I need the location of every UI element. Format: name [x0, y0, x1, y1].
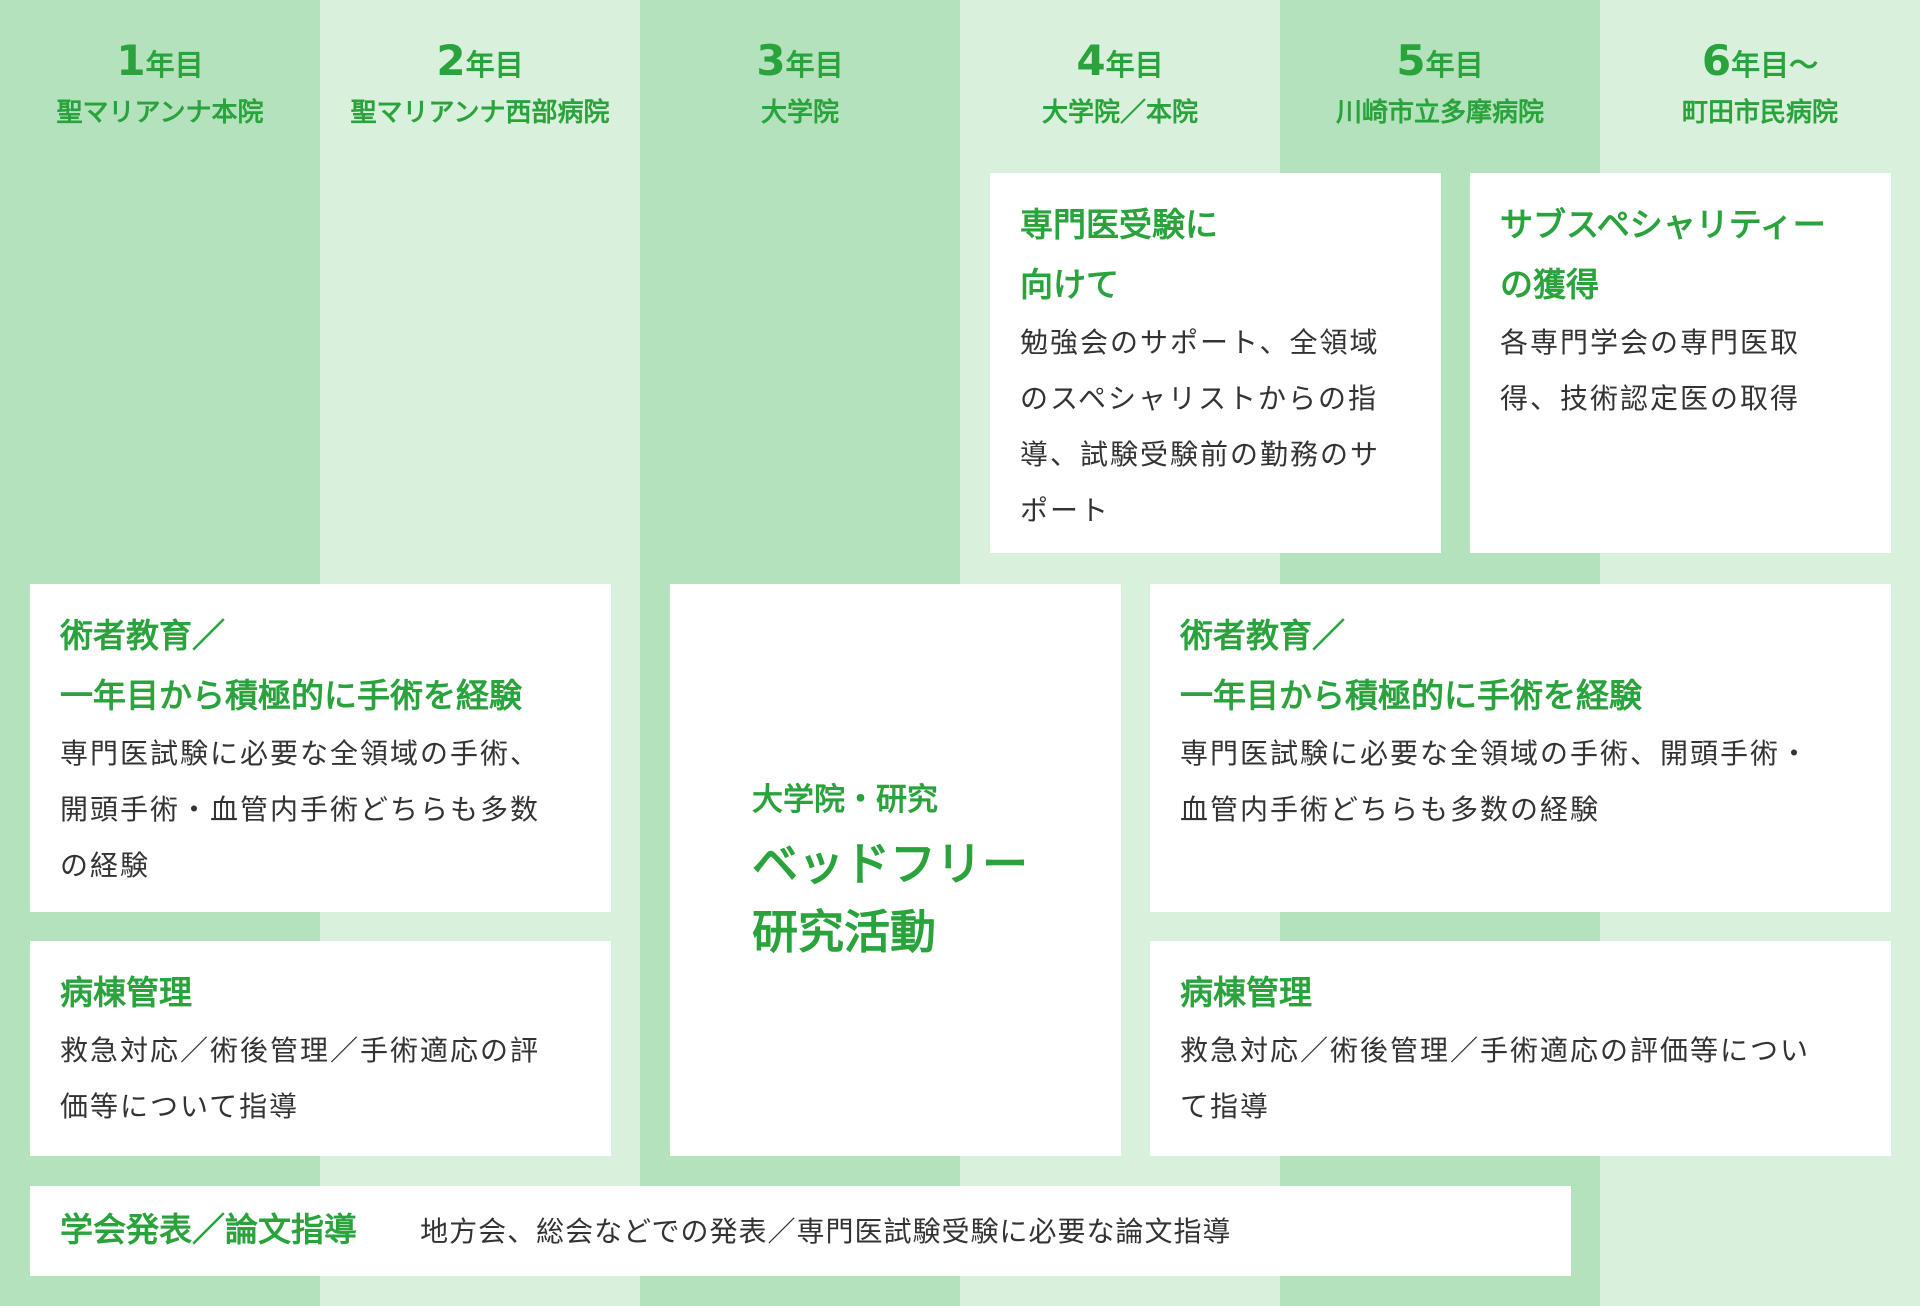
- location-label-4: 大学院／本院: [1041, 98, 1198, 128]
- research-card: 大学院・研究 ベッドフリー 研究活動: [670, 584, 1121, 1156]
- card-body: 救急対応／術後管理／手術適応の評 価等について指導: [60, 1034, 541, 1123]
- card-body: 救急対応／術後管理／手術適応の評価等につい て指導: [1180, 1034, 1811, 1123]
- year-label-4: 4年目: [1076, 36, 1164, 85]
- card-body: 専門医試験に必要な全領域の手術、 開頭手術・血管内手術どちらも多数 の経験: [60, 737, 541, 882]
- card-heading: 術者教育／ 一年目から積極的に手術を経験: [60, 616, 522, 715]
- location-label-2: 聖マリアンナ西部病院: [350, 98, 610, 128]
- card-heading: 学会発表／論文指導: [60, 1210, 357, 1249]
- conference-guidance-card: 学会発表／論文指導 地方会、総会などでの発表／専門医試験受験に必要な論文指導: [30, 1186, 1571, 1276]
- card-body: 専門医試験に必要な全領域の手術、開頭手術・ 血管内手術どちらも多数の経験: [1180, 737, 1811, 826]
- card-heading: 術者教育／ 一年目から積極的に手術を経験: [1180, 616, 1642, 715]
- card-heading: 病棟管理: [1180, 973, 1312, 1012]
- year-label-6: 6年目～: [1701, 36, 1819, 85]
- card-heading: 病棟管理: [60, 973, 192, 1012]
- card-heading: サブスペシャリティー の獲得: [1500, 205, 1826, 304]
- location-label-5: 川崎市立多摩病院: [1335, 98, 1544, 128]
- subspecialty-card: サブスペシャリティー の獲得 各専門学会の専門医取 得、技術認定医の取得: [1470, 173, 1891, 553]
- research-title: ベッドフリー 研究活動: [752, 837, 1028, 959]
- year-label-3: 3年目: [756, 36, 844, 85]
- card-body: 地方会、総会などでの発表／専門医試験受験に必要な論文指導: [420, 1215, 1232, 1248]
- card-body: 各専門学会の専門医取 得、技術認定医の取得: [1500, 326, 1801, 415]
- location-label-6: 町田市民病院: [1681, 98, 1838, 128]
- card-body: 勉強会のサポート、全領域 のスペシャリストからの指 導、試験受験前の勤務のサ ポ…: [1020, 326, 1381, 527]
- ward-management-card-left: 病棟管理 救急対応／術後管理／手術適応の評 価等について指導: [30, 941, 611, 1156]
- year-label-2: 2年目: [436, 36, 524, 85]
- card-heading: 専門医受験に 向けて: [1020, 205, 1218, 304]
- location-label-1: 聖マリアンナ本院: [56, 98, 264, 128]
- surgery-education-card-left: 術者教育／ 一年目から積極的に手術を経験 専門医試験に必要な全領域の手術、 開頭…: [30, 584, 611, 912]
- specialist-exam-card: 専門医受験に 向けて 勉強会のサポート、全領域 のスペシャリストからの指 導、試…: [990, 173, 1441, 553]
- ward-management-card-right: 病棟管理 救急対応／術後管理／手術適応の評価等につい て指導: [1150, 941, 1891, 1156]
- location-label-3: 大学院: [760, 98, 839, 128]
- year-label-5: 5年目: [1396, 36, 1484, 85]
- research-subtitle: 大学院・研究: [752, 782, 938, 818]
- year-label-1: 1年目: [116, 36, 204, 85]
- surgery-education-card-right: 術者教育／ 一年目から積極的に手術を経験 専門医試験に必要な全領域の手術、開頭手…: [1150, 584, 1891, 912]
